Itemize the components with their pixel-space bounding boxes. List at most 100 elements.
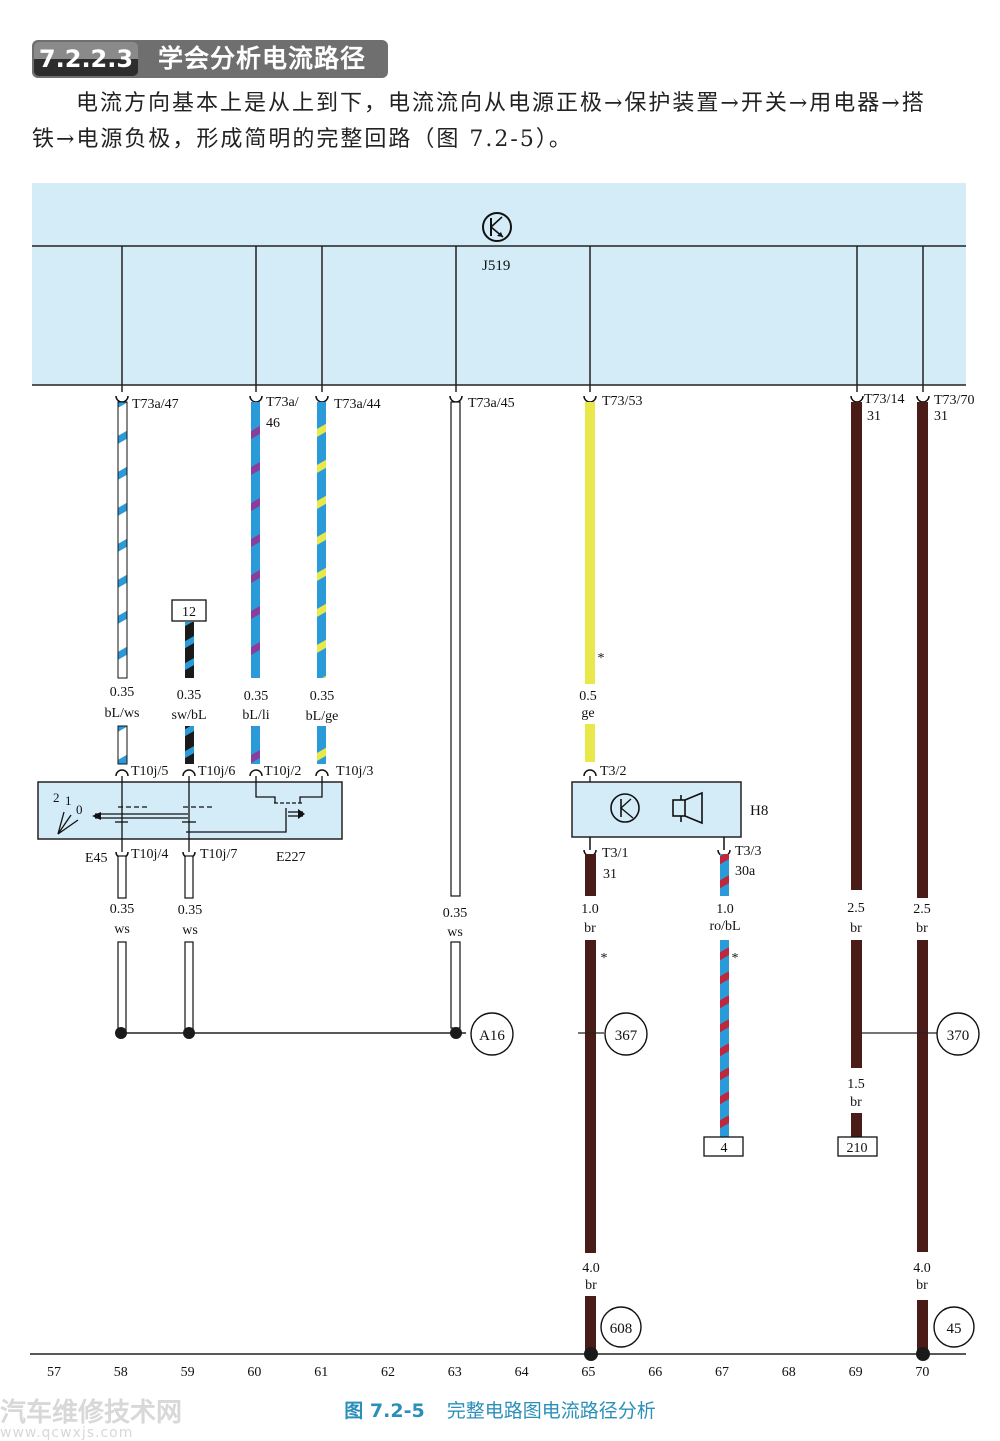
- figure-title: 完整电路图电流路径分析: [446, 1400, 656, 1422]
- connector-t73a-46: T73a/: [266, 395, 299, 410]
- connector-t73-14: T73/14: [864, 392, 904, 407]
- wire-size: 2.5: [913, 902, 931, 917]
- ref-box-12-label: 12: [182, 605, 196, 620]
- wire-blws-upper: [117, 401, 128, 765]
- wire-size: 0.35: [310, 689, 335, 704]
- module-internal-lines: [121, 246, 924, 392]
- wire-size: 2.5: [847, 901, 865, 916]
- wire-size: 1.5: [847, 1077, 865, 1092]
- wire-color: br: [850, 1095, 862, 1110]
- wire-blli: [251, 402, 260, 764]
- wire-size: 0.35: [110, 685, 135, 700]
- ground-ref-608[interactable]: 608: [600, 1306, 642, 1348]
- ground-ref-367-label: 367: [615, 1028, 638, 1044]
- wire-color: ws: [114, 922, 130, 937]
- pin-t3-3-terminal: 30a: [735, 864, 756, 879]
- grid-number: 61: [314, 1365, 328, 1380]
- pin-t3-1: T3/1: [602, 846, 628, 861]
- connector-cups-top: [115, 395, 930, 403]
- ground-ref-370[interactable]: 370: [936, 1012, 980, 1056]
- transistor-icon: [482, 212, 512, 242]
- wire-size: 0.35: [110, 902, 135, 917]
- wire-size: 1.0: [581, 902, 599, 917]
- label-e227: E227: [276, 850, 306, 865]
- ground-ref-45[interactable]: 45: [933, 1306, 975, 1348]
- speaker-icon: [672, 791, 703, 825]
- ground-ref-a16-label: A16: [479, 1028, 505, 1044]
- pin-t10j-3: T10j/3: [336, 764, 373, 779]
- module-label: J519: [482, 258, 510, 274]
- switch-position-1: 1: [65, 793, 72, 808]
- grid-number: 67: [715, 1365, 729, 1380]
- figure-caption: 图 7.2-5 完整电路图电流路径分析: [0, 1396, 1000, 1423]
- connector-t73a-45: T73a/45: [468, 396, 515, 411]
- grid-number: 69: [849, 1365, 863, 1380]
- wire-color: ro/bL: [709, 919, 740, 934]
- grid-number: 66: [648, 1365, 662, 1380]
- pin-t10j-5: T10j/5: [131, 764, 168, 779]
- arrow-right-icon: [298, 809, 305, 819]
- pin-t10j-7: T10j/7: [200, 847, 237, 862]
- wire-size: 4.0: [913, 1261, 931, 1276]
- watermark-name: 汽车维修技术网: [0, 1398, 183, 1428]
- wire-robl: [720, 854, 729, 1138]
- grid-number: 70: [915, 1365, 929, 1380]
- grid-number: 65: [581, 1365, 595, 1380]
- wire-color: bL/li: [242, 708, 269, 723]
- ground-ref-367[interactable]: 367: [604, 1012, 648, 1056]
- wires-ws-lower: [117, 855, 194, 1031]
- control-unit-j519: J519: [32, 183, 966, 392]
- connector-t73a-44: T73a/44: [334, 397, 381, 412]
- figure-number: 图 7.2-5: [344, 1400, 425, 1422]
- wire-color: sw/bL: [172, 708, 207, 723]
- grid-number: 58: [114, 1365, 128, 1380]
- ref-box-210[interactable]: 210: [837, 1136, 878, 1157]
- ground-ref-a16[interactable]: A16: [470, 1012, 514, 1056]
- watermark-url: www.qcwxjs.com: [0, 1425, 134, 1441]
- pin-t3-2: T3/2: [600, 764, 626, 779]
- pin-t10j-4: T10j/4: [131, 847, 168, 862]
- switch-position-2: 2: [53, 790, 60, 805]
- wire-size: 0.5: [579, 689, 597, 704]
- ground-junction: [584, 1347, 598, 1361]
- pin-t10j-2: T10j/2: [264, 764, 301, 779]
- wire-size: 4.0: [582, 1261, 600, 1276]
- wire-br-65: [585, 854, 596, 1356]
- wire-mark: *: [598, 651, 605, 666]
- connector-t73-53: T73/53: [602, 394, 642, 409]
- wire-color: ws: [182, 923, 198, 938]
- wire-br-69: [851, 402, 862, 1137]
- wire-color: br: [850, 921, 862, 936]
- wire-color: br: [916, 921, 928, 936]
- wire-size: 0.35: [443, 906, 468, 921]
- connector-t73-70-terminal: 31: [934, 409, 948, 424]
- grid-number: 60: [247, 1365, 261, 1380]
- pin-t10j-6: T10j/6: [198, 764, 235, 779]
- wire-color: bL/ws: [105, 706, 140, 721]
- switch-unit-e45-e227: 2 1 0 T10j/5 T10j/6 T10j/2 T10j/3 T10j/4…: [37, 764, 373, 866]
- grid-number: 68: [782, 1365, 796, 1380]
- grid-number: 59: [181, 1365, 195, 1380]
- horn-h8: H8 T3/2 T3/1 31 T3/3 30a: [571, 764, 768, 882]
- ref-box-4-label: 4: [721, 1141, 728, 1156]
- section-title: 学会分析电流路径: [158, 44, 367, 73]
- wire-blge: [317, 402, 326, 764]
- wire-color: br: [916, 1278, 928, 1293]
- module-fill: [32, 183, 966, 385]
- ground-bus-a16: [115, 1027, 466, 1039]
- wire-swbl: [185, 622, 194, 764]
- wire-ge: [585, 402, 595, 762]
- wire-mark: *: [601, 951, 608, 966]
- grid-number: 57: [47, 1365, 61, 1380]
- watermark: 汽车维修技术网 www.qcwxjs.com: [0, 1392, 182, 1441]
- wire-size: 1.0: [716, 902, 734, 917]
- ref-box-12[interactable]: 12: [171, 599, 207, 622]
- ground-ref-370-label: 370: [947, 1028, 970, 1044]
- label-e45: E45: [85, 851, 108, 866]
- body-paragraph-line2: 铁→电源负极，形成简明的完整回路（图 7.2-5）。: [32, 127, 573, 152]
- ground-ref-45-label: 45: [947, 1321, 962, 1337]
- section-number: 7.2.2.3: [34, 42, 138, 76]
- ref-box-4[interactable]: 4: [703, 1136, 744, 1157]
- pin-t3-1-terminal: 31: [603, 867, 617, 882]
